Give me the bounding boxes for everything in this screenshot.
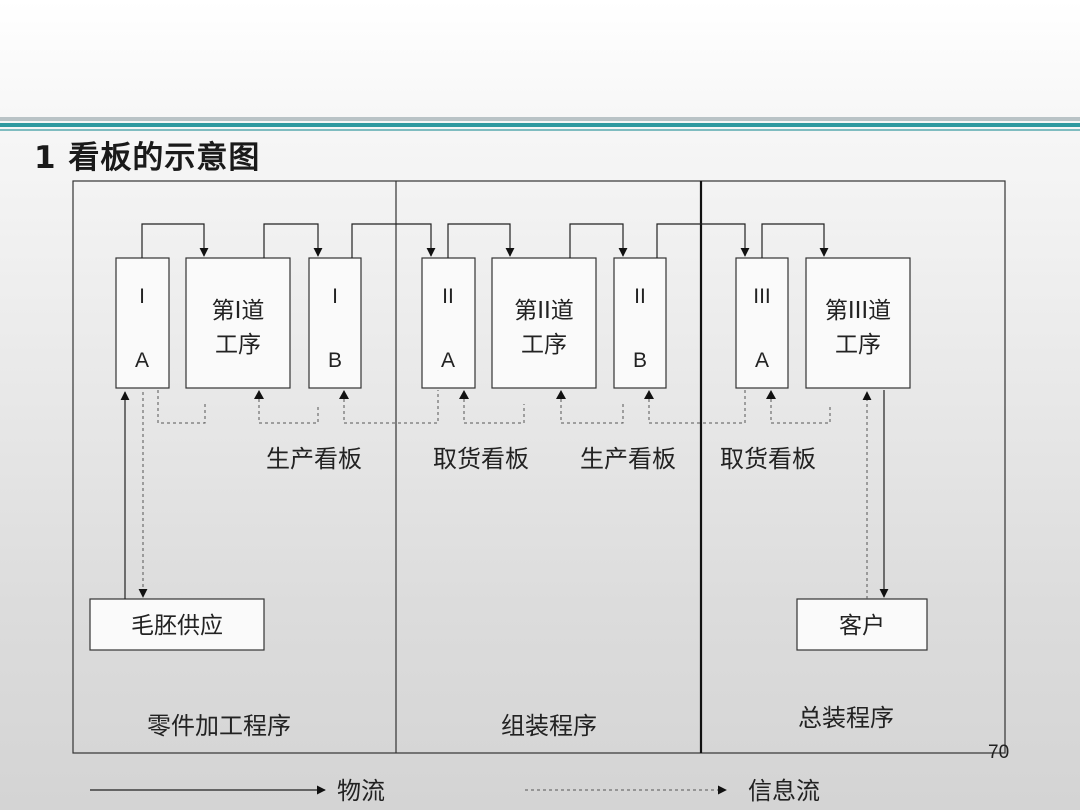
legend-info-label: 信息流 — [748, 777, 820, 805]
process-1-line1: 第I道 — [212, 298, 265, 324]
material-flow-arrows — [141, 223, 829, 258]
station-IA-bottom: A — [135, 349, 149, 372]
section-label-final: 总装程序 — [798, 704, 894, 732]
page-title: 1 看板的示意图 — [34, 140, 261, 176]
process-2-line2: 工序 — [521, 332, 567, 358]
process-1: 第I道 工序 — [185, 257, 291, 389]
station-IB: I B — [308, 257, 362, 389]
information-flow-lines — [157, 390, 831, 424]
kanban-label-production-2: 生产看板 — [580, 445, 676, 473]
station-IA: I A — [115, 257, 170, 389]
station-IIIA-bottom: A — [755, 349, 769, 372]
legend-material-label: 物流 — [337, 777, 385, 805]
station-IB-bottom: B — [328, 349, 342, 372]
station-IIA-top: II — [442, 285, 454, 308]
station-IIB: II B — [613, 257, 667, 389]
supply-box: 毛胚供应 — [89, 598, 265, 651]
station-IIB-bottom: B — [633, 349, 647, 372]
process-2-line1: 第II道 — [514, 298, 574, 324]
customer-box: 客户 — [796, 598, 928, 651]
header-rule-gray — [0, 117, 1080, 121]
page-number: 70 — [988, 742, 1010, 763]
kanban-label-production-1: 生产看板 — [266, 445, 362, 473]
station-IIIA: III A — [735, 257, 789, 389]
process-3-line2: 工序 — [835, 332, 881, 358]
process-3: 第III道 工序 — [805, 257, 911, 389]
information-flow-arrowheads — [254, 390, 776, 399]
header-rule-thin — [0, 129, 1080, 131]
station-IA-top: I — [139, 285, 145, 308]
supply-label: 毛胚供应 — [131, 613, 223, 639]
customer-label: 客户 — [839, 613, 885, 639]
station-IIA: II A — [421, 257, 476, 389]
kanban-label-withdrawal-1: 取货看板 — [433, 445, 529, 473]
diagram-frame — [72, 180, 1006, 754]
kanban-label-withdrawal-2: 取货看板 — [720, 445, 816, 473]
process-3-line1: 第III道 — [825, 298, 891, 324]
station-IB-top: I — [332, 285, 338, 308]
process-2: 第II道 工序 — [491, 257, 597, 389]
section-label-parts: 零件加工程序 — [147, 712, 291, 740]
legend: 物流 信息流 — [90, 777, 820, 805]
process-1-line2: 工序 — [215, 332, 261, 358]
station-IIB-top: II — [634, 285, 646, 308]
section-label-assembly: 组装程序 — [501, 712, 597, 740]
station-IIIA-top: III — [753, 285, 771, 308]
station-IIA-bottom: A — [441, 349, 455, 372]
header-rule-teal — [0, 123, 1080, 127]
